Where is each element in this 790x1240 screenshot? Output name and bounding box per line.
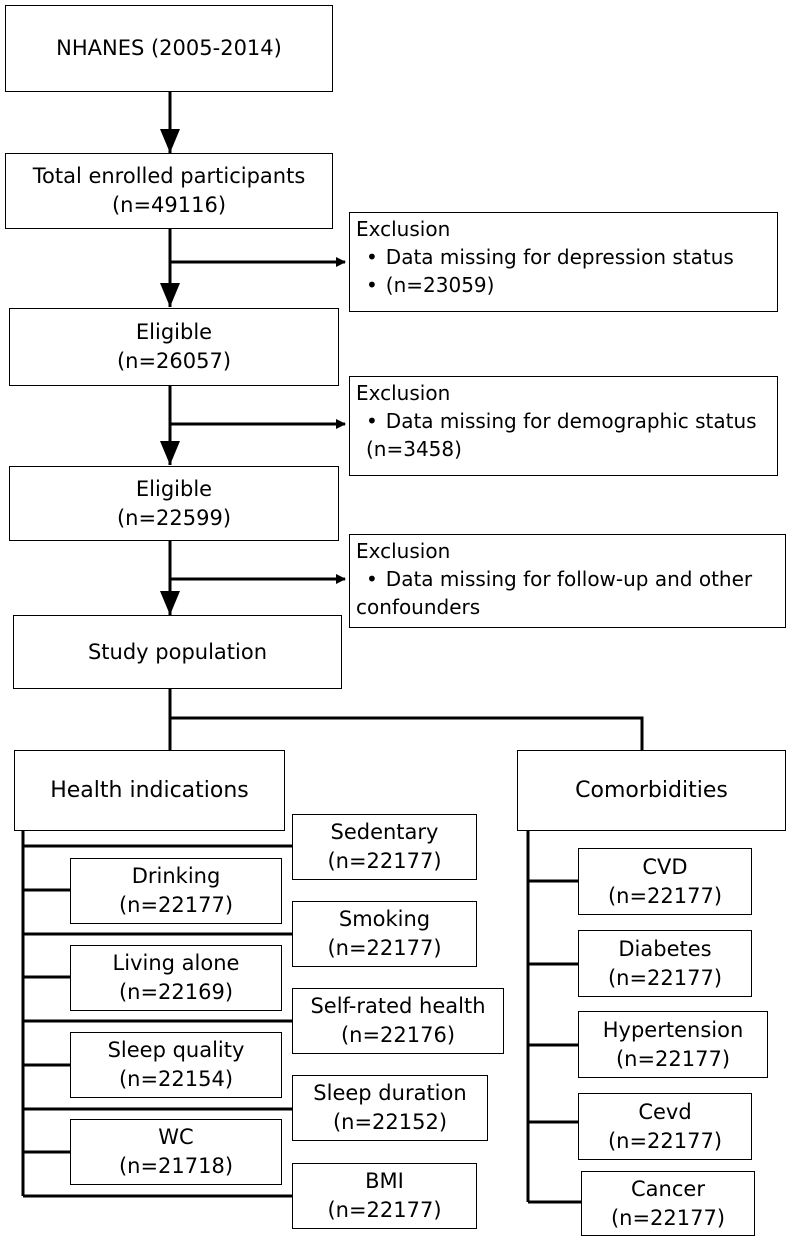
exclusion-3-reason: Data missing for follow-up and other xyxy=(356,565,779,593)
item-count: (n=22177) xyxy=(327,1198,442,1222)
exclusion-3-title: Exclusion xyxy=(356,539,451,563)
nhanes-box: NHANES (2005-2014) xyxy=(5,5,333,92)
eligible-1-count: (n=26057) xyxy=(116,349,232,373)
item-label: BMI xyxy=(365,1169,404,1193)
health-indications-box: Health indications xyxy=(14,750,285,831)
item-label: Sleep quality xyxy=(107,1038,245,1062)
item-label: Sleep duration xyxy=(313,1081,467,1105)
item-label: Living alone xyxy=(112,951,240,975)
health-item-drinking: Drinking (n=22177) xyxy=(70,858,282,924)
item-count: (n=21718) xyxy=(118,1154,234,1178)
item-label: Cancer xyxy=(631,1176,705,1201)
total-enrolled-label: Total enrolled participants xyxy=(32,164,306,188)
comorbidity-item-cvd: CVD (n=22177) xyxy=(578,848,752,915)
item-count: (n=22177) xyxy=(610,1205,726,1230)
comorbidity-item-cevd: Cevd (n=22177) xyxy=(578,1093,752,1160)
total-enrolled-count: (n=49116) xyxy=(111,193,227,217)
item-label: CVD xyxy=(642,854,688,879)
item-label: Hypertension xyxy=(602,1017,744,1042)
item-count: (n=22169) xyxy=(118,980,234,1004)
health-item-sleep-duration: Sleep duration (n=22152) xyxy=(292,1075,488,1141)
health-item-living-alone: Living alone (n=22169) xyxy=(70,945,282,1011)
item-label: Cevd xyxy=(638,1099,692,1124)
study-population-label: Study population xyxy=(87,639,268,664)
item-count: (n=22177) xyxy=(607,965,723,990)
item-count: (n=22177) xyxy=(327,849,442,873)
comorbidity-item-hypertension: Hypertension (n=22177) xyxy=(578,1011,768,1078)
item-count: (n=22177) xyxy=(607,1128,723,1153)
item-label: Sedentary xyxy=(330,820,439,844)
health-item-bmi: BMI (n=22177) xyxy=(292,1163,477,1229)
item-count: (n=22177) xyxy=(615,1046,731,1071)
eligible-2-count: (n=22599) xyxy=(116,505,232,530)
exclusion-box-3: Exclusion Data missing for follow-up and… xyxy=(349,534,786,628)
exclusion-1-title: Exclusion xyxy=(356,217,451,241)
item-label: Diabetes xyxy=(618,936,712,961)
health-indications-label: Health indications xyxy=(50,778,249,803)
item-label: Self-rated health xyxy=(310,994,486,1018)
eligible-1-label: Eligible xyxy=(135,320,213,344)
comorbidity-item-cancer: Cancer (n=22177) xyxy=(581,1171,755,1236)
split-connector xyxy=(168,689,644,750)
item-label: Smoking xyxy=(338,907,431,931)
item-count: (n=22152) xyxy=(332,1110,448,1134)
health-item-sleep-quality: Sleep quality (n=22154) xyxy=(70,1032,282,1098)
exclusion-2-count: (n=3458) xyxy=(366,437,462,461)
exclusion-2-reason: Data missing for demographic status xyxy=(356,407,771,435)
health-item-smoking: Smoking (n=22177) xyxy=(292,901,477,967)
health-item-self-rated-health: Self-rated health (n=22176) xyxy=(292,988,504,1054)
item-count: (n=22176) xyxy=(340,1023,456,1047)
study-population-box: Study population xyxy=(13,615,342,689)
comorbidities-label: Comorbidities xyxy=(575,778,728,803)
item-count: (n=22154) xyxy=(118,1067,234,1091)
exclusion-1-count: (n=23059) xyxy=(356,271,771,299)
eligible-box-1: Eligible (n=26057) xyxy=(9,308,339,386)
item-label: Drinking xyxy=(131,864,221,888)
exclusion-2-title: Exclusion xyxy=(356,381,451,405)
nhanes-label: NHANES (2005-2014) xyxy=(56,36,282,60)
eligible-box-2: Eligible (n=22599) xyxy=(9,466,339,541)
comorbidity-item-diabetes: Diabetes (n=22177) xyxy=(578,930,752,997)
comorbidities-box: Comorbidities xyxy=(517,750,786,831)
eligible-2-label: Eligible xyxy=(135,476,213,501)
item-count: (n=22177) xyxy=(327,936,442,960)
health-item-sedentary: Sedentary (n=22177) xyxy=(292,814,477,880)
item-label: WC xyxy=(158,1125,194,1149)
exclusion-1-reason: Data missing for depression status xyxy=(356,243,771,271)
item-count: (n=22177) xyxy=(118,893,234,917)
item-count: (n=22177) xyxy=(607,883,723,908)
total-enrolled-box: Total enrolled participants (n=49116) xyxy=(5,153,333,229)
exclusion-3-reason-cont: confounders xyxy=(356,595,481,619)
exclusion-box-2: Exclusion Data missing for demographic s… xyxy=(349,376,778,476)
health-item-wc: WC (n=21718) xyxy=(70,1119,282,1185)
exclusion-box-1: Exclusion Data missing for depression st… xyxy=(349,212,778,312)
